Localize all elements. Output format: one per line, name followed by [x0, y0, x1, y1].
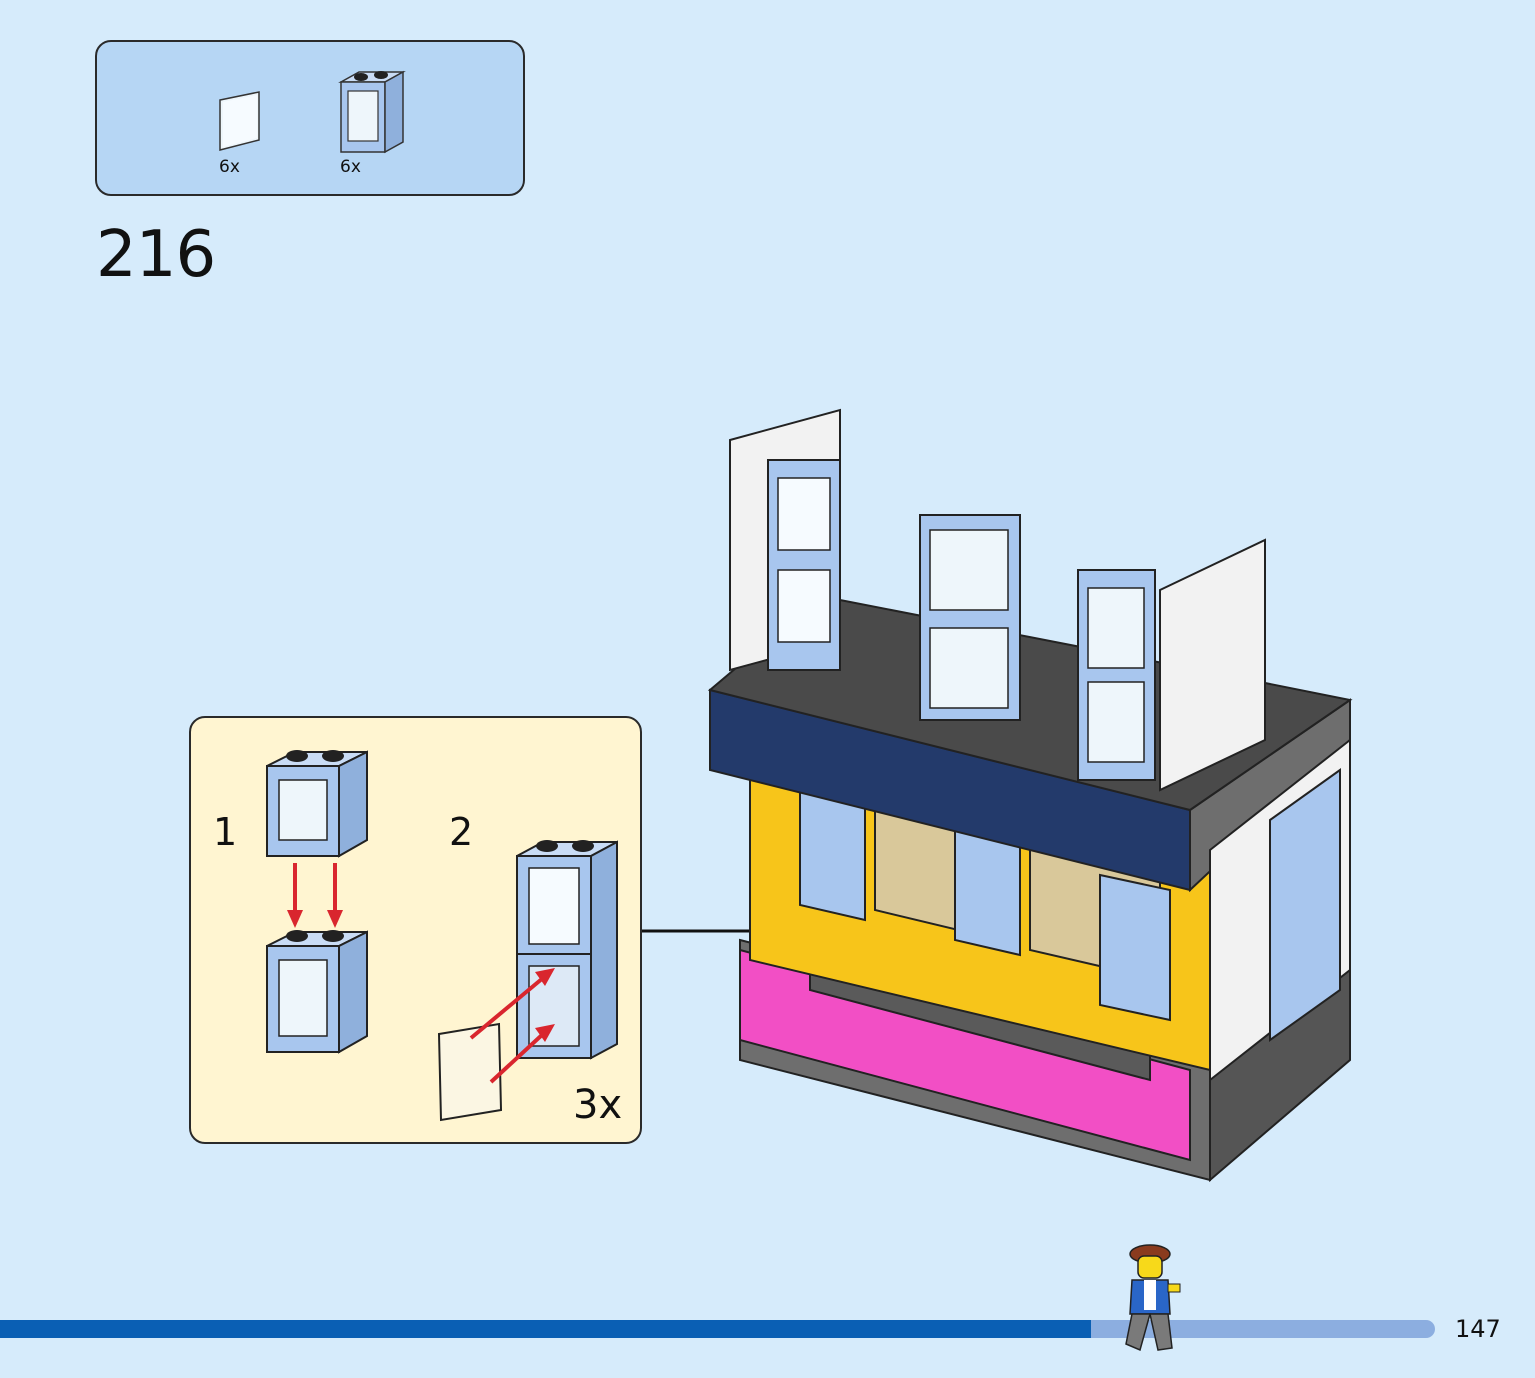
- minifigure-icon: [1125, 1244, 1181, 1352]
- sub-assembly-box: 1 2 3x: [189, 716, 642, 1144]
- progress-bar: [0, 1320, 1435, 1338]
- substep-2-illustration: [437, 840, 618, 1122]
- window-frame-part: [338, 70, 406, 154]
- glass-pane-part: [219, 91, 260, 151]
- parts-list-box: 6x 6x: [95, 40, 525, 196]
- building-model-illustration: [707, 408, 1353, 1183]
- progress-bar-fill: [0, 1320, 1091, 1338]
- substep-1-illustration: [266, 750, 368, 1054]
- substep-2-label: 2: [449, 810, 474, 854]
- window-frame-qty: 6x: [340, 157, 361, 177]
- step-number: 216: [96, 218, 216, 292]
- glass-pane-qty: 6x: [219, 157, 240, 177]
- page-number: 147: [1455, 1315, 1501, 1343]
- substep-1-label: 1: [213, 810, 238, 854]
- sub-assembly-multiplier: 3x: [573, 1082, 623, 1128]
